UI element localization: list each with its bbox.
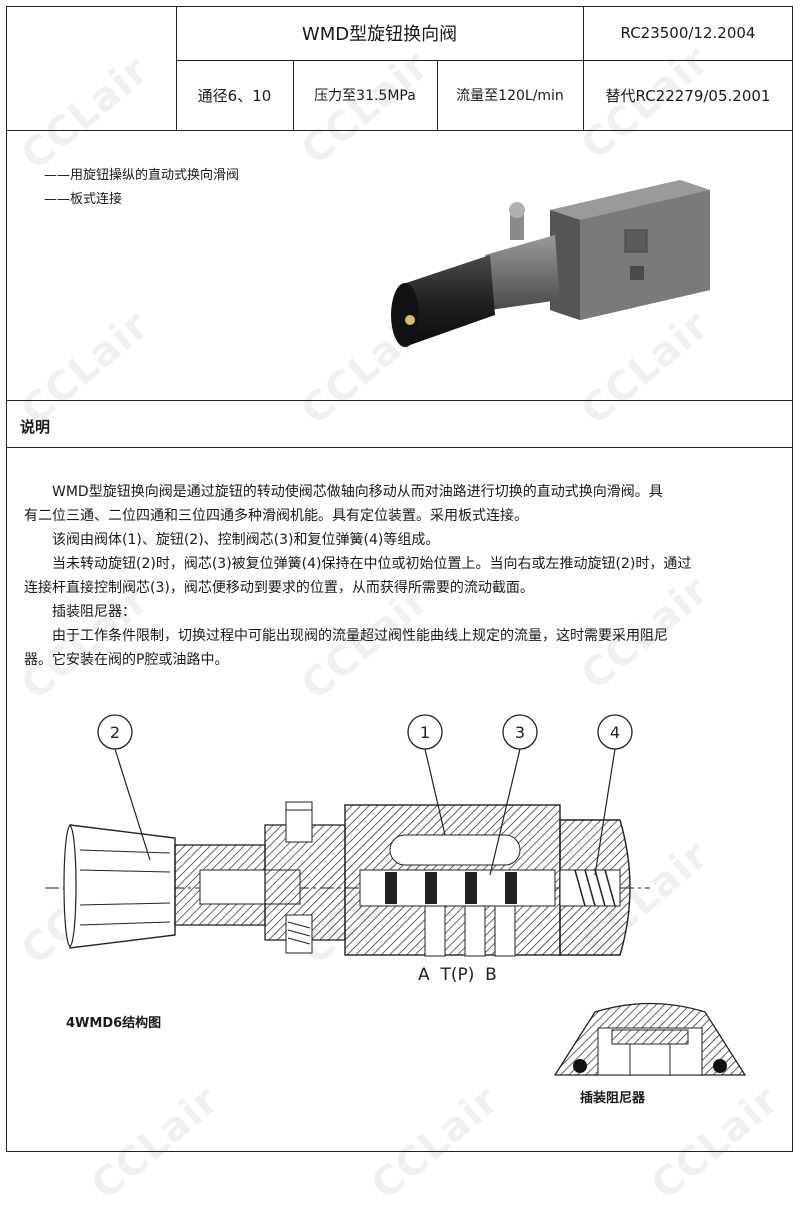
description-line: 连接杆直接控制阀芯(3)，阀芯便移动到要求的位置，从而获得所需要的流动截面。 <box>24 580 534 596</box>
divider <box>293 60 294 130</box>
description-line: 该阀由阀体(1)、旋钮(2)、控制阀芯(3)和复位弹簧(4)等组成。 <box>24 532 440 548</box>
damper-drawing <box>553 1002 747 1076</box>
replaces-code: 替代RC22279/05.2001 <box>605 86 771 105</box>
feature-item: ——用旋钮操纵的直动式换向滑阀 <box>44 168 240 183</box>
divider <box>176 60 793 61</box>
divider <box>6 447 793 448</box>
product-photo <box>391 180 710 347</box>
feature-item: ——板式连接 <box>44 192 123 207</box>
divider <box>176 6 177 130</box>
diagram-caption: 4WMD6结构图 <box>66 1016 162 1031</box>
divider <box>6 130 793 131</box>
spec-bore: 通径6、10 <box>197 86 272 105</box>
section-title: 说明 <box>20 418 51 436</box>
divider <box>437 60 438 130</box>
description-line: 由于工作条件限制，切换过程中可能出现阀的流量超过阀性能曲线上规定的流量，这时需要… <box>24 628 668 644</box>
callout-1: 1 <box>420 723 430 742</box>
damper-caption: 插装阻尼器 <box>580 1091 646 1106</box>
description-line: WMD型旋钮换向阀是通过旋钮的转动使阀芯做轴向移动从而对油路进行切换的直动式换向… <box>24 484 663 500</box>
description-line: 器。它安装在阀的P腔或油路中。 <box>24 652 229 668</box>
doc-code: RC23500/12.2004 <box>620 24 756 42</box>
description-line: 当未转动旋钮(2)时，阀芯(3)被复位弹簧(4)保持在中位或初始位置上。当向右或… <box>24 556 692 572</box>
spec-flow: 流量至120L/min <box>456 88 564 104</box>
callout-3: 3 <box>515 723 525 742</box>
structure-diagram: 2 1 3 4 A T(P) B <box>45 714 650 985</box>
page-title: WMD型旋钮换向阀 <box>301 24 458 45</box>
description-line: 插装阻尼器： <box>24 604 136 620</box>
callout-2: 2 <box>110 723 120 742</box>
page-frame <box>6 6 793 1152</box>
callout-4: 4 <box>610 723 620 742</box>
divider <box>583 6 584 130</box>
spec-pressure: 压力至31.5MPa <box>314 88 416 104</box>
port-labels: A T(P) B <box>418 965 497 985</box>
description-line: 有二位三通、二位四通和三位四通多种滑阀机能。具有定位装置。采用板式连接。 <box>24 508 528 524</box>
divider <box>6 400 793 401</box>
